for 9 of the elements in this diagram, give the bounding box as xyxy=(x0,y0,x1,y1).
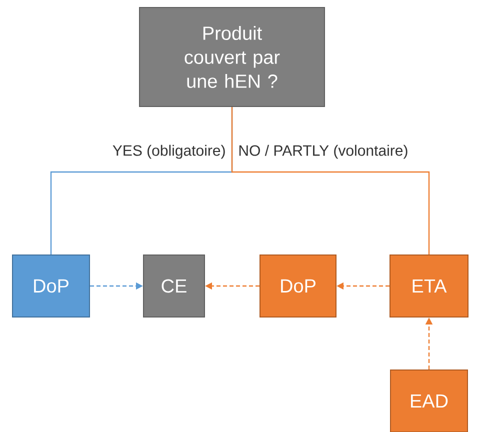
process-box: ETA xyxy=(390,254,468,318)
process-box: CE xyxy=(143,254,205,318)
process-box: DoP xyxy=(12,254,90,318)
edge-label: YES (obligatoire) xyxy=(111,144,227,160)
question-box: Produit couvert par une hEN ? xyxy=(139,7,325,107)
process-box: DoP xyxy=(260,254,336,318)
connector xyxy=(231,107,430,254)
process-box: EAD xyxy=(390,370,468,432)
edge-label: NO / PARTLY (volontaire) xyxy=(237,144,410,160)
